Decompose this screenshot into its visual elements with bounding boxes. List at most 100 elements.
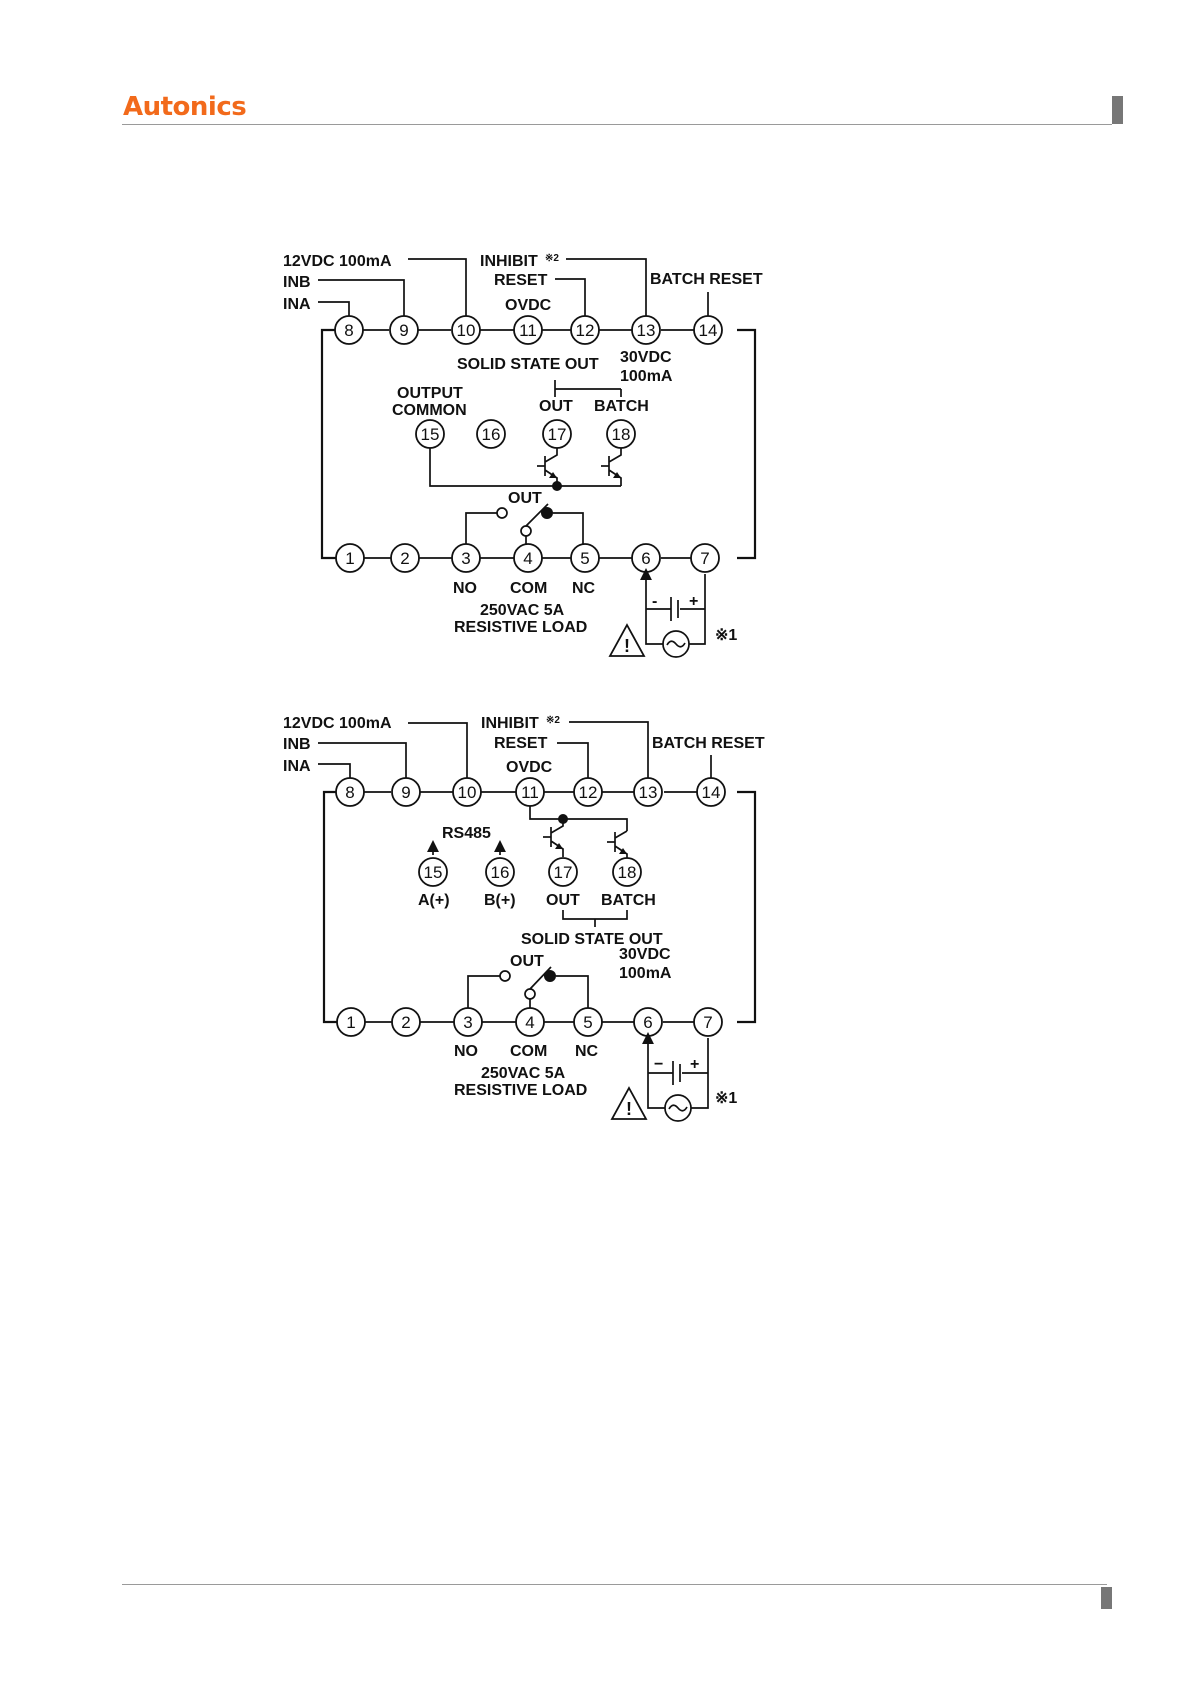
label-12vdc: 12VDC 100mA [283,715,392,732]
label-solid-state-out: SOLID STATE OUT [521,931,663,948]
terminal: 14 [696,777,726,807]
terminal: 4 [513,543,543,573]
warning-icon: ! [608,623,646,657]
terminal: 17 [542,419,572,449]
terminal: 8 [334,315,364,345]
warning-icon: ! [610,1086,648,1120]
label-no: NO [454,1043,478,1060]
svg-text:2: 2 [400,549,409,568]
svg-text:12: 12 [576,321,595,340]
label-reset: RESET [494,272,548,289]
terminal: 11 [515,777,545,807]
svg-text:3: 3 [463,1013,472,1032]
svg-text:11: 11 [519,321,537,340]
terminal: 5 [570,543,600,573]
terminal: 3 [453,1007,483,1037]
svg-text:+: + [690,1056,699,1073]
svg-text:15: 15 [421,425,440,444]
terminal: 17 [548,857,578,887]
relay-contact [465,503,584,544]
svg-text:13: 13 [639,783,658,802]
label-100ma: 100mA [620,368,673,385]
svg-text:2: 2 [401,1013,410,1032]
label-relay-out: OUT [510,953,544,970]
terminal: 10 [452,777,482,807]
terminal: 5 [573,1007,603,1037]
relay-contact [467,966,589,1008]
terminal: 15 [415,419,445,449]
svg-text:10: 10 [458,783,477,802]
label-a-plus: A(+) [418,892,450,909]
svg-text:17: 17 [554,863,573,882]
svg-text:8: 8 [344,321,353,340]
label-relay-out: OUT [508,490,542,507]
terminal: 12 [573,777,603,807]
svg-text:15: 15 [424,863,443,882]
label-power-note: ※1 [715,1090,737,1107]
label-ina: INA [283,296,311,313]
terminal: 1 [336,1007,366,1037]
terminal: 12 [570,315,600,345]
label-common: COMMON [392,402,467,419]
terminal: 4 [515,1007,545,1037]
svg-text:7: 7 [703,1013,712,1032]
label-rating: 250VAC 5A [481,1065,566,1082]
terminal: 6 [633,1007,663,1037]
label-inhibit: INHIBIT [481,715,539,732]
label-batch-reset: BATCH RESET [650,271,763,288]
label-power-note: ※1 [715,627,737,644]
svg-text:11: 11 [521,783,539,802]
label-30vdc: 30VDC [619,946,671,963]
label-ssr-batch: BATCH [594,398,649,415]
svg-text:14: 14 [699,321,718,340]
svg-text:9: 9 [399,321,408,340]
svg-text:16: 16 [491,863,510,882]
label-resistive-load: RESISTIVE LOAD [454,1082,587,1099]
terminal: 16 [485,857,515,887]
svg-text:1: 1 [345,549,354,568]
svg-text:−: − [654,1056,663,1073]
label-ovdc: OVDC [505,297,552,314]
terminal: 13 [633,777,663,807]
label-ovdc: OVDC [506,759,553,776]
label-30vdc: 30VDC [620,349,672,366]
label-rs485: RS485 [442,825,491,842]
svg-text:17: 17 [548,425,567,444]
wiring-diagram-2: 12VDC 100mA INB INA INHIBIT ※2 RESET BAT… [283,715,765,1122]
wiring-diagram-1: 12VDC 100mA INB INA INHIBIT ※2 RESET BAT… [283,253,763,658]
terminal: 9 [389,315,419,345]
svg-text:1: 1 [346,1013,355,1032]
terminal: 2 [390,543,420,573]
terminal: 11 [513,315,543,345]
svg-text:18: 18 [618,863,637,882]
terminal: 3 [451,543,481,573]
label-ssr-out: OUT [539,398,573,415]
svg-text:!: ! [624,636,630,656]
terminal: 7 [693,1007,723,1037]
transistor-out [537,448,558,486]
label-nc: NC [575,1043,599,1060]
label-solid-state-out: SOLID STATE OUT [457,356,599,373]
svg-text:9: 9 [401,783,410,802]
terminal: 8 [335,777,365,807]
label-inb: INB [283,274,311,291]
svg-text:6: 6 [641,549,650,568]
svg-text:8: 8 [345,783,354,802]
junction-dot [552,481,562,491]
transistor-out [543,819,564,857]
label-ssr-out: OUT [546,892,580,909]
label-inb: INB [283,736,311,753]
svg-text:4: 4 [525,1013,534,1032]
transistor-batch [601,448,622,486]
terminal: 14 [693,315,723,345]
terminal: 13 [631,315,661,345]
svg-text:14: 14 [702,783,721,802]
label-b-plus: B(+) [484,892,516,909]
svg-text:5: 5 [580,549,589,568]
label-100ma: 100mA [619,965,672,982]
terminal: 9 [391,777,421,807]
svg-text:-: - [652,593,657,610]
terminal: 1 [335,543,365,573]
header-page-tab [1112,96,1123,124]
svg-text:5: 5 [583,1013,592,1032]
